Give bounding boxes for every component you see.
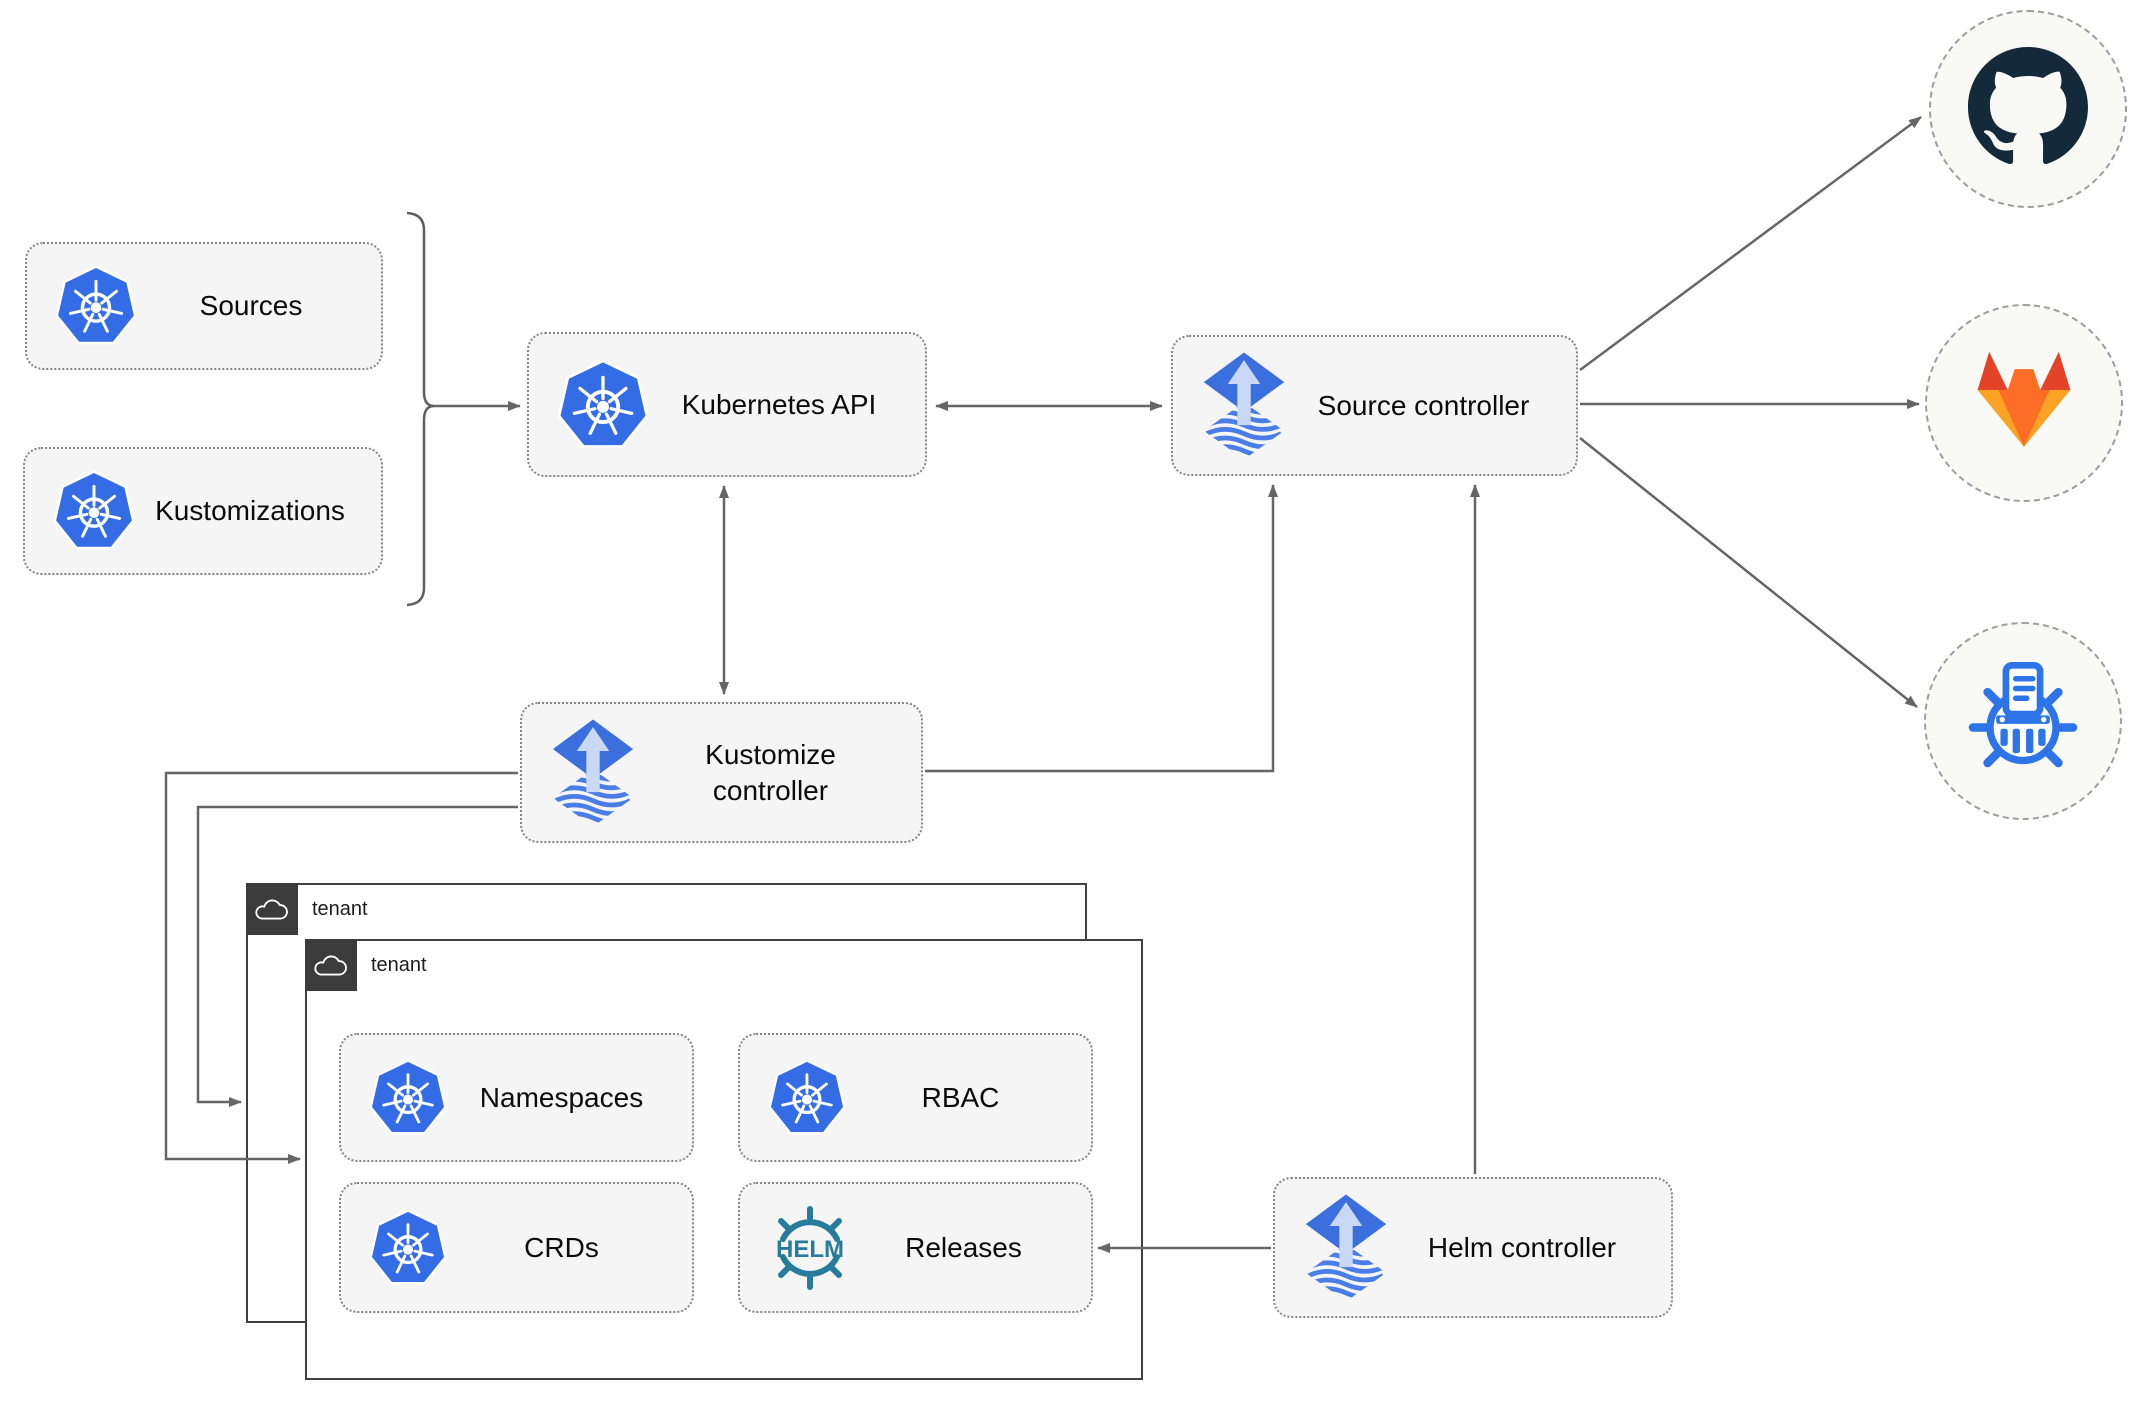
- cloud-icon: [305, 939, 357, 991]
- gitlab-icon: [1966, 347, 2082, 459]
- node-label: RBAC: [921, 1081, 1000, 1113]
- node-label: Namespaces: [479, 1081, 644, 1113]
- node-sources: Sources: [25, 242, 383, 370]
- node-releases: HELM Releases: [738, 1182, 1093, 1313]
- tenant-back-label: tenant: [312, 898, 368, 920]
- flux-icon: [1201, 350, 1287, 462]
- kubernetes-icon: [53, 470, 135, 552]
- node-label-text: Source controller: [1317, 389, 1530, 421]
- node-helm-controller: Helm controller: [1273, 1177, 1673, 1318]
- kubernetes-icon: [369, 1058, 447, 1137]
- helm-icon: HELM: [768, 1205, 852, 1290]
- remote-github: [1929, 10, 2127, 208]
- kubernetes-icon: [55, 265, 137, 347]
- node-label: Kustomizations: [155, 495, 345, 527]
- node-label: Kubernetes API: [681, 388, 877, 420]
- remote-registry: [1924, 622, 2122, 820]
- node-label: Kustomize controller: [636, 737, 921, 809]
- node-namespaces: Namespaces: [339, 1033, 694, 1162]
- node-rbac: RBAC: [738, 1033, 1093, 1162]
- node-crds: CRDs: [339, 1182, 694, 1313]
- remote-gitlab: [1925, 304, 2123, 502]
- flux-icon: [550, 717, 636, 829]
- cloud-icon: [246, 883, 298, 935]
- node-label: CRDs: [524, 1231, 599, 1263]
- tenant-front-label: tenant: [371, 954, 427, 976]
- flux-icon: [1303, 1192, 1389, 1304]
- node-label: Helm controller: [1389, 1230, 1671, 1266]
- helm-icon-text: HELM: [776, 1236, 844, 1263]
- container-registry-icon: [1962, 658, 2084, 785]
- arrow-source-to-github: [1579, 115, 1922, 372]
- kubernetes-icon: [768, 1058, 846, 1137]
- node-source-controller: Source controller: [1171, 335, 1578, 476]
- node-label: Sources: [199, 290, 303, 322]
- arrow-kustomize-to-source: [925, 484, 1278, 773]
- node-kustomizations: Kustomizations: [23, 447, 383, 575]
- node-label-text: Kustomize controller: [705, 738, 836, 806]
- arrow-source-to-registry: [1579, 437, 1918, 708]
- node-kustomize-controller: Kustomize controller: [520, 702, 923, 843]
- kubernetes-icon: [557, 358, 649, 451]
- node-label-text: Helm controller: [1427, 1231, 1617, 1263]
- brace-sources-group: [406, 211, 435, 607]
- node-label: Source controller: [1287, 388, 1576, 424]
- kubernetes-icon: [369, 1208, 447, 1287]
- node-label: Releases: [905, 1231, 1022, 1263]
- node-kubernetes-api: Kubernetes API: [527, 332, 927, 477]
- github-icon: [1968, 46, 2088, 172]
